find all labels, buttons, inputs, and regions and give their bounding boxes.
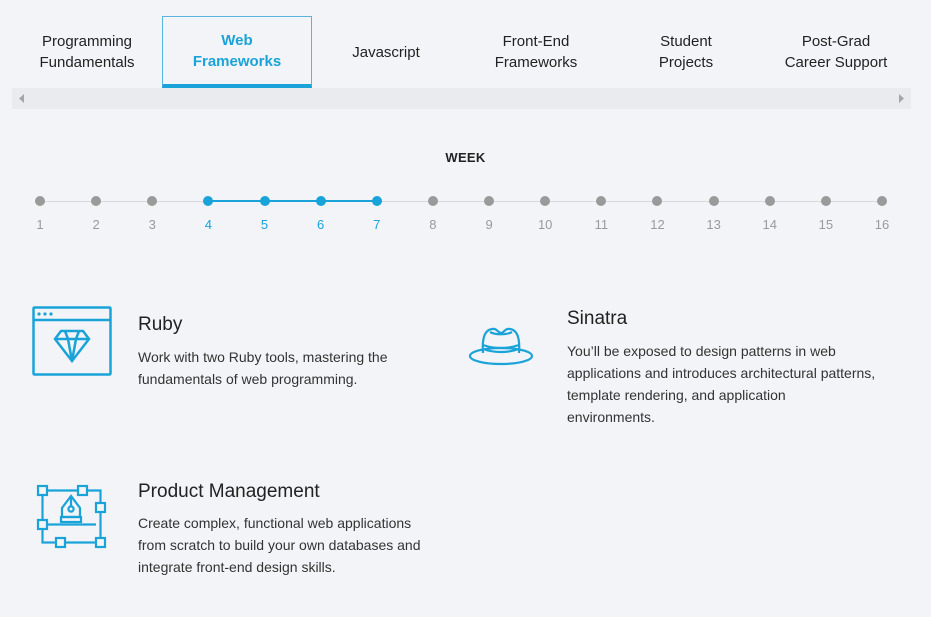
tab-student-projects[interactable]: Student Projects [658, 33, 714, 71]
week-9-label: 9 [485, 217, 493, 232]
week-heading: WEEK [445, 150, 486, 165]
week-2-label: 2 [92, 217, 100, 232]
timeline-track [40, 201, 882, 202]
week-6-dot[interactable] [315, 196, 326, 206]
week-9-dot[interactable] [484, 196, 495, 206]
week-10-label: 10 [537, 217, 553, 232]
course-ruby: Ruby Work with two Ruby tools, mastering… [32, 306, 432, 406]
tab-bar: Programming Fundamentals Web Frameworks … [12, 16, 911, 88]
week-16-label: 16 [874, 217, 890, 232]
week-15-dot[interactable] [820, 196, 831, 206]
course-title-ruby: Ruby [138, 314, 183, 335]
week-3-dot[interactable] [147, 196, 158, 206]
week-14-label: 14 [762, 217, 777, 232]
tab-programming-fundamentals[interactable]: Programming Fundamentals [39, 33, 135, 71]
course-product-management: Product Management Create complex, funct… [36, 478, 436, 608]
scroll-right-arrow-icon[interactable] [891, 88, 911, 109]
week-16-dot[interactable] [877, 196, 887, 206]
week-14-dot[interactable] [764, 196, 775, 206]
scroll-left-arrow-icon[interactable] [12, 88, 32, 109]
week-7-label: 7 [373, 217, 381, 232]
week-13-dot[interactable] [708, 196, 719, 206]
timeline-active-range [208, 200, 377, 202]
tabs-scrollbar[interactable] [12, 88, 911, 109]
week-4-dot[interactable] [203, 196, 214, 206]
course-desc-ruby: Work with two Ruby tools, mastering the … [138, 349, 388, 387]
week-1-label: 1 [36, 217, 44, 232]
week-1-dot[interactable] [35, 196, 45, 206]
week-11-dot[interactable] [596, 196, 607, 206]
tab-front-end-frameworks[interactable]: Front-End Frameworks [494, 33, 578, 71]
diamond-browser-icon [32, 306, 112, 383]
course-desc-sinatra: You’ll be exposed to design patterns in … [567, 343, 876, 425]
week-5-dot[interactable] [259, 196, 270, 206]
week-4-label: 4 [204, 217, 212, 232]
week-8-label: 8 [429, 217, 437, 232]
fedora-hat-icon [468, 326, 534, 373]
curriculum-tabs: Programming Fundamentals Web Frameworks … [12, 16, 911, 109]
course-title-sinatra: Sinatra [567, 308, 628, 329]
week-11-label: 11 [594, 217, 609, 232]
week-10-dot[interactable] [540, 196, 551, 206]
week-5-label: 5 [260, 217, 269, 232]
course-title-product-management: Product Management [138, 481, 320, 502]
week-13-label: 13 [706, 217, 721, 232]
week-12-dot[interactable] [652, 196, 663, 206]
week-12-label: 12 [650, 217, 665, 232]
week-7-dot[interactable] [371, 196, 382, 206]
week-2-dot[interactable] [91, 196, 102, 206]
tab-post-grad-career-support[interactable]: Post-Grad Career Support [784, 33, 888, 71]
week-6-label: 6 [317, 217, 325, 232]
course-sinatra: Sinatra You’ll be exposed to design patt… [468, 306, 888, 436]
course-desc-product-management: Create complex, functional web applicati… [138, 515, 421, 575]
tab-web-frameworks[interactable]: Web Frameworks [162, 16, 312, 88]
tab-javascript[interactable]: Javascript [352, 43, 420, 61]
week-8-dot[interactable] [427, 196, 438, 206]
week-3-label: 3 [148, 217, 156, 232]
pen-tool-nodes-icon [36, 484, 108, 555]
week-15-label: 15 [818, 217, 834, 232]
